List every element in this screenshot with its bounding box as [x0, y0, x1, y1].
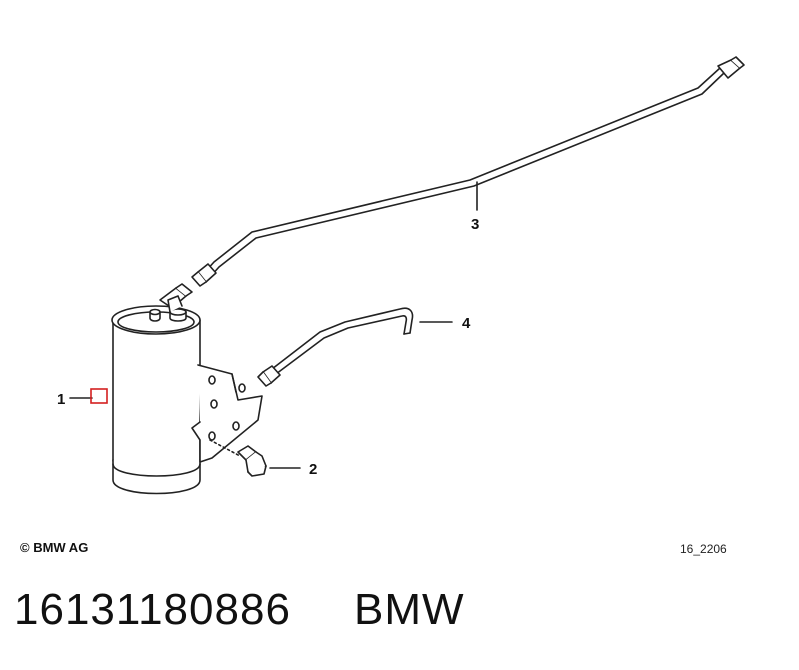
diagram-id: 16_2206 — [680, 542, 727, 556]
bolt-part-2 — [209, 439, 267, 477]
callout-part-4[interactable]: 4 — [462, 315, 471, 332]
copyright-text: © BMW AG — [20, 540, 89, 555]
highlight-box-part-1[interactable] — [90, 388, 108, 404]
mounting-bracket — [191, 364, 263, 463]
part-number: 16131180886 — [14, 585, 291, 634]
callout-part-2[interactable]: 2 — [309, 461, 317, 478]
brand-name: BMW — [354, 585, 465, 634]
hose-part-4 — [257, 307, 414, 387]
fuel-line-part-3 — [191, 56, 745, 287]
callout-part-3[interactable]: 3 — [471, 216, 479, 233]
charcoal-canister-part-1 — [111, 283, 201, 495]
callout-part-1[interactable]: 1 — [57, 391, 65, 408]
